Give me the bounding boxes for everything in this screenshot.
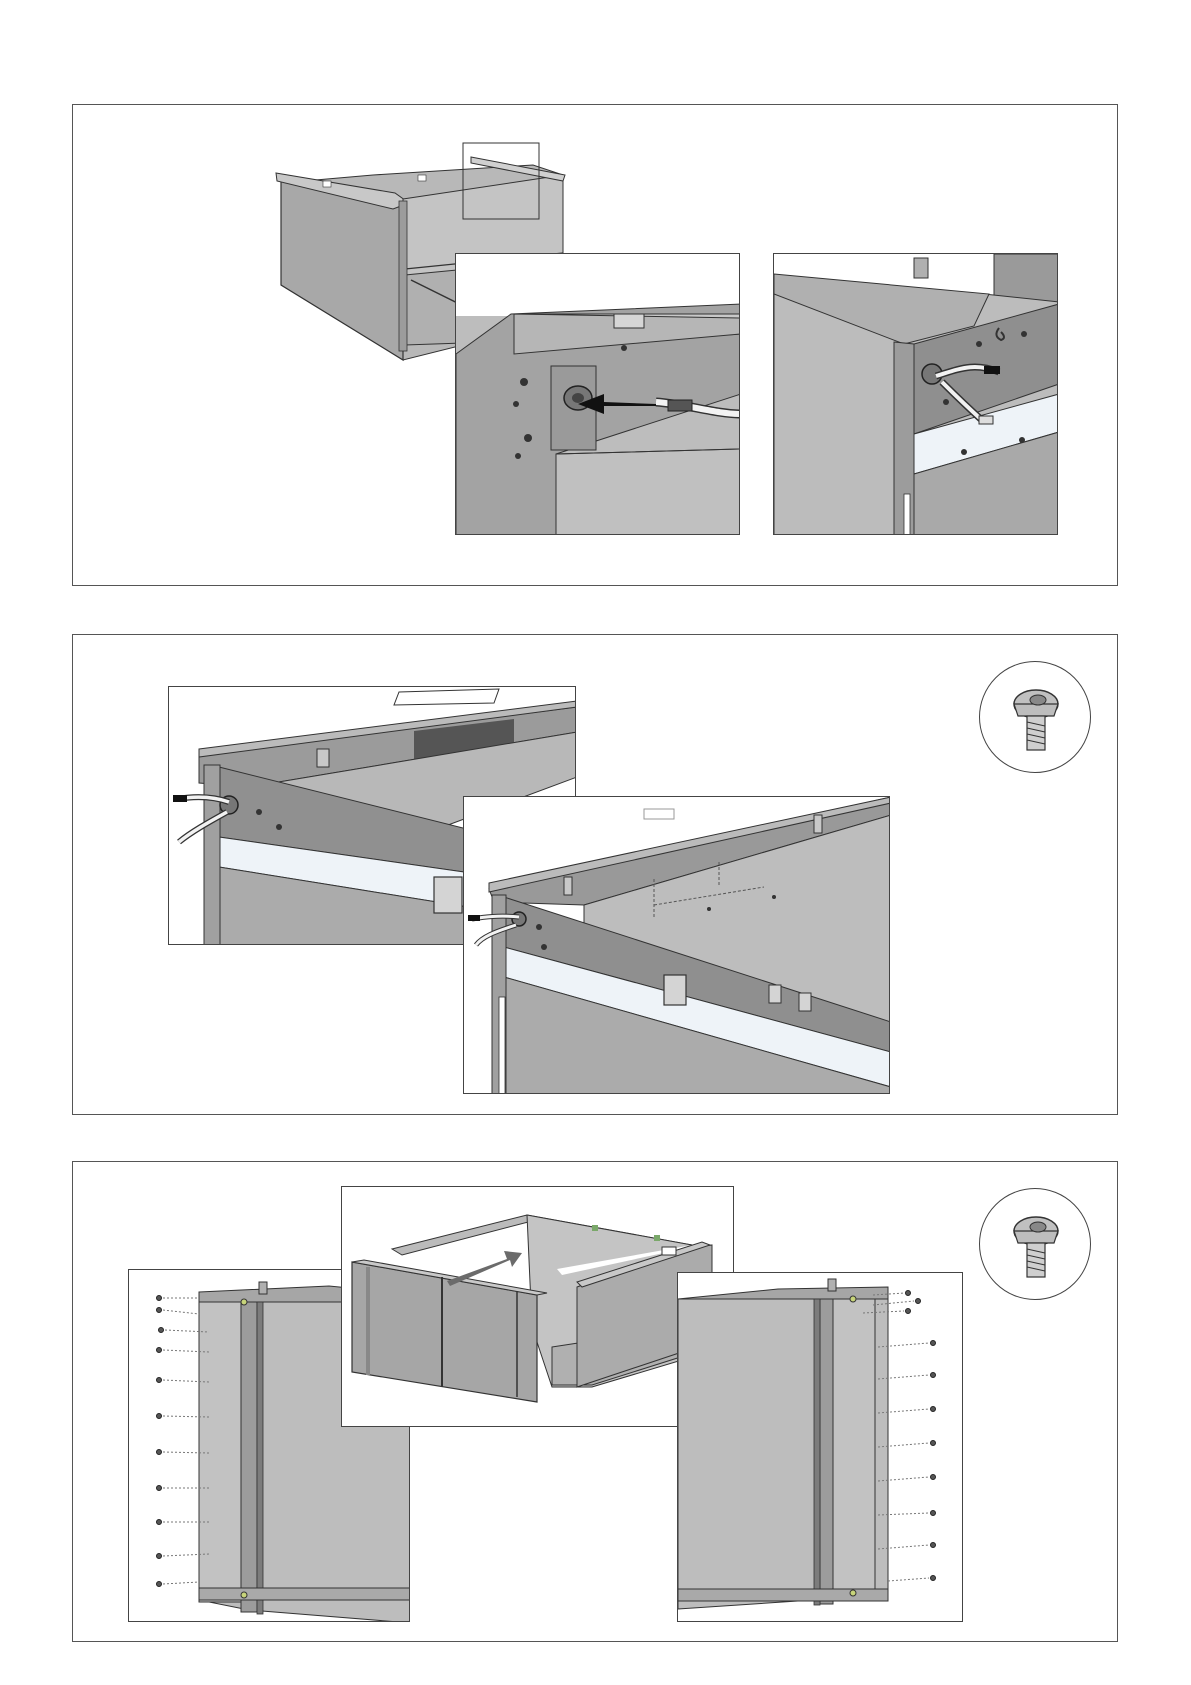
screw-icon [979,661,1091,773]
side-panel-cable-view-front [463,796,890,1094]
detail-zoom-cable-through [773,253,1058,535]
screw-icon-step-3 [979,1188,1091,1300]
step-3-panel [72,1161,1118,1642]
step-2-panel [72,634,1118,1115]
detail-zoom-connector [455,253,740,535]
right-side-screw-view [677,1272,963,1622]
front-panel-insertion-view [341,1186,734,1427]
step-1-panel [72,104,1118,586]
